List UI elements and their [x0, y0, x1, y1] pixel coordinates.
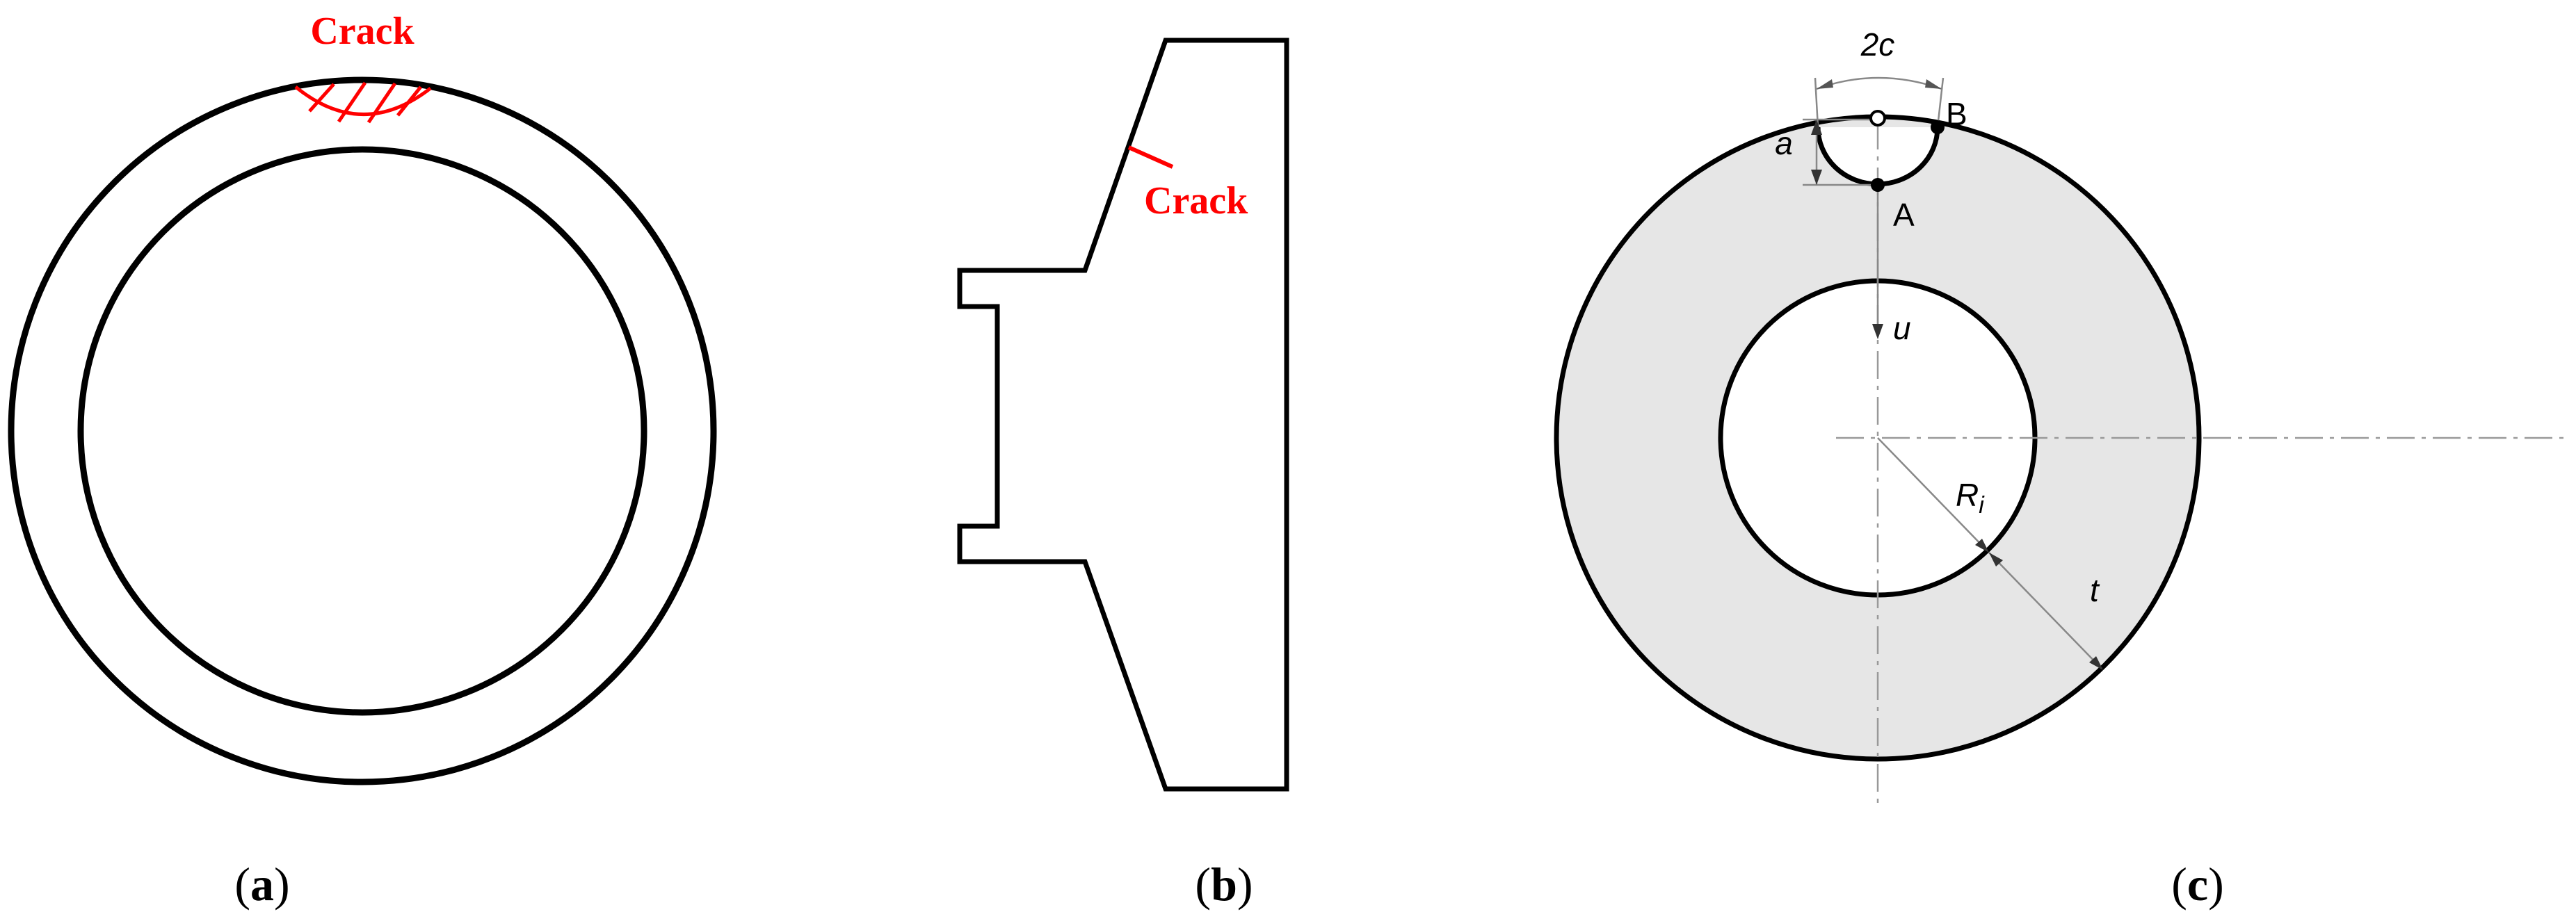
crack-region-c — [1818, 127, 1938, 184]
crack-label-a: Crack — [310, 10, 414, 53]
label-point-a: A — [1893, 197, 1915, 233]
panel-a: Crack (a) — [8, 10, 717, 911]
crack-mark-b — [1127, 145, 1174, 169]
surface-point-marker — [1869, 110, 1886, 127]
dim-ri — [1877, 437, 1989, 553]
dim-t — [1988, 552, 2103, 670]
caption-c: (c) — [2171, 858, 2224, 911]
label-2c: 2c — [1860, 26, 1895, 63]
inner-ring-circle — [77, 146, 647, 716]
label-t: t — [2090, 572, 2100, 608]
label-ri: Ri — [1956, 477, 1985, 519]
caption-a: (a) — [234, 858, 289, 911]
outer-ring-circle — [8, 76, 717, 785]
caption-b: (b) — [1195, 858, 1253, 911]
panel-b: Crack (b) — [957, 38, 1289, 911]
section-profile — [957, 38, 1289, 792]
label-point-b: B — [1946, 96, 1967, 132]
point-a-marker — [1871, 178, 1885, 192]
dim-a-arrows — [1811, 120, 1822, 185]
label-u: u — [1893, 310, 1911, 346]
u-arrow — [1872, 185, 1883, 339]
point-b-marker — [1931, 120, 1945, 134]
crack-label-b: Crack — [1144, 179, 1248, 222]
dim-2c-arrows — [1817, 79, 1942, 89]
crack-hatch-a — [294, 81, 432, 124]
annulus-section — [1556, 117, 2199, 759]
panel-c: 2c a A B u Ri t (c) — [1554, 26, 2566, 911]
label-a-depth: a — [1775, 125, 1793, 161]
